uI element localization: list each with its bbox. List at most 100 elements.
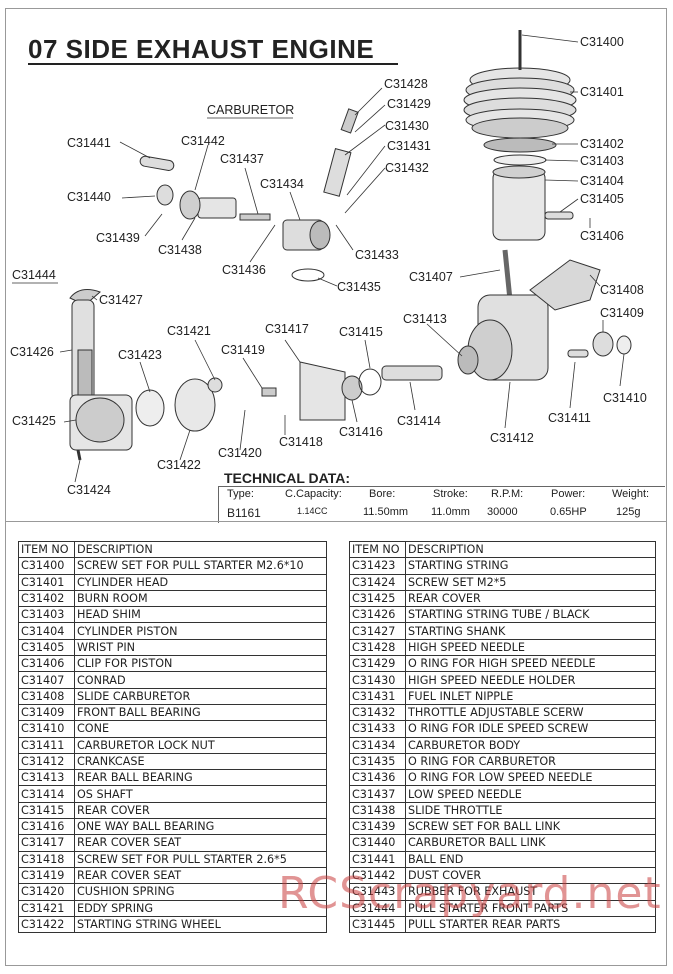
technical-data-title: TECHNICAL DATA: — [224, 470, 350, 486]
description-cell: STARTING SHANK — [405, 622, 656, 640]
part-label: C31411 — [548, 411, 591, 425]
item-number-cell: C31428 — [349, 638, 406, 657]
part-label: C31408 — [600, 283, 644, 297]
description-cell: PULL STARTER REAR PARTS — [405, 915, 656, 934]
exploded-diagram: CARBURETOR C31444 C31400 C31401 C31402 C… — [10, 30, 647, 497]
item-number-cell: C31411 — [18, 736, 75, 754]
description-cell: CARBURETOR LOCK NUT — [74, 736, 327, 754]
description-cell: FUEL INLET NIPPLE — [405, 687, 656, 705]
starter-group-label: C31444 — [12, 268, 56, 282]
item-number-cell: C31440 — [349, 834, 406, 852]
tech-value-row: B1161 1.14CC 11.50mm 11.0mm 30000 0.65HP… — [219, 503, 665, 520]
item-number-cell: C31412 — [18, 752, 75, 771]
description-cell: SCREW SET FOR BALL LINK — [405, 818, 656, 836]
item-number-cell: C31420 — [18, 883, 75, 901]
item-number-cell: C31436 — [349, 769, 406, 787]
description-cell: SLIDE THROTTLE — [405, 801, 656, 820]
item-number-cell: C31409 — [18, 703, 75, 722]
part-label: C31424 — [67, 483, 111, 497]
item-number-cell: C31425 — [349, 589, 406, 608]
tech-header: Bore: — [369, 488, 396, 500]
part-label: C31432 — [385, 161, 429, 175]
part-label: C31421 — [167, 324, 211, 338]
item-number-cell: C31427 — [349, 622, 406, 640]
item-number-cell: C31413 — [18, 769, 75, 787]
item-number-cell: C31417 — [18, 834, 75, 852]
item-number-cell: C31418 — [18, 850, 75, 868]
item-number-cell: C31400 — [18, 557, 75, 575]
item-number-cell: C31410 — [18, 720, 75, 738]
item-number-cell: C31407 — [18, 671, 75, 689]
page-title: 07 SIDE EXHAUST ENGINE — [28, 34, 375, 64]
part-label: C31427 — [99, 293, 143, 307]
part-label: C31405 — [580, 192, 624, 206]
item-number-cell: C31432 — [349, 703, 406, 722]
part-label: C31402 — [580, 137, 624, 151]
description-cell: O RING FOR LOW SPEED NEEDLE — [405, 769, 656, 787]
description-cell: REAR COVER — [74, 801, 327, 820]
description-cell: CONE — [74, 720, 327, 738]
description-cell: CYLINDER HEAD — [74, 573, 327, 591]
tech-value: 30000 — [487, 506, 518, 518]
part-label: C31429 — [387, 97, 431, 111]
description-cell: SCREW SET M2*5 — [405, 573, 656, 591]
item-number-cell: C31424 — [349, 573, 406, 591]
tech-header: Weight: — [612, 488, 650, 500]
column-header: DESCRIPTION — [74, 540, 327, 559]
part-label: C31422 — [157, 458, 201, 472]
part-label: C31431 — [387, 139, 431, 153]
description-cell: REAR COVER — [405, 589, 656, 608]
part-label: C31413 — [403, 312, 447, 326]
item-number-cell: C31434 — [349, 736, 406, 754]
part-label: C31430 — [385, 119, 429, 133]
part-label: C31412 — [490, 431, 534, 445]
description-cell: O RING FOR HIGH SPEED NEEDLE — [405, 655, 656, 673]
item-number-cell: C31430 — [349, 671, 406, 689]
part-label: C31415 — [339, 325, 383, 339]
tech-header: Stroke: — [433, 488, 468, 500]
description-cell: CLIP FOR PISTON — [74, 655, 327, 673]
description-cell: CYLINDER PISTON — [74, 622, 327, 640]
description-cell: RUBBER FOR EXHAUST — [405, 883, 656, 901]
description-cell: HEAD SHIM — [74, 606, 327, 624]
tech-value: 1.14CC — [297, 506, 328, 516]
watermark: RCScrapyard.net — [278, 868, 662, 919]
part-label: C31423 — [118, 348, 162, 362]
description-cell: SLIDE CARBURETOR — [74, 687, 327, 705]
item-number-cell: C31435 — [349, 752, 406, 771]
item-number-cell: C31421 — [18, 899, 75, 917]
item-number-cell: C31426 — [349, 606, 406, 624]
part-label: C31442 — [181, 134, 225, 148]
part-label-group: C31400 C31401 C31402 C31403 C31404 C3140… — [10, 35, 647, 497]
description-cell: O RING FOR CARBURETOR — [405, 752, 656, 771]
description-cell: BURN ROOM — [74, 589, 327, 608]
tech-header: R.P.M: — [491, 488, 524, 500]
description-cell: STARTING STRING — [405, 557, 656, 575]
tech-value: 0.65HP — [550, 506, 587, 518]
